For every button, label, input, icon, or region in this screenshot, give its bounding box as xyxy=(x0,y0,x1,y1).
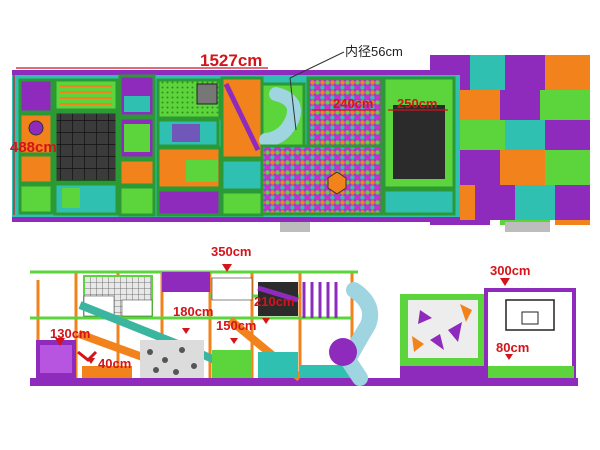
floor-mat-tiles xyxy=(280,55,590,232)
trampoline-net-grid xyxy=(53,110,119,184)
front-ground xyxy=(30,378,578,386)
ball-pit-width-label: 240cm xyxy=(333,96,373,111)
height-80-label: 80cm xyxy=(496,340,529,355)
width-label: 488cm xyxy=(10,139,57,156)
dimension-lines-top xyxy=(13,51,448,215)
front-view: 350cm 300cm 130cm 40cm 180cm 150cm 210cm… xyxy=(30,244,578,386)
length-label: 1527cm xyxy=(200,51,262,70)
height-180-label: 180cm xyxy=(173,304,213,319)
height-130-label: 130cm xyxy=(50,326,90,341)
trampoline xyxy=(391,103,447,181)
ball-pit xyxy=(260,144,384,216)
left-room-purple xyxy=(18,78,54,114)
tube-diameter-label: 内径56cm xyxy=(345,44,403,59)
height-40-label: 40cm xyxy=(98,356,131,371)
top-view: 1527cm 488cm 内径56cm 240cm 250cm xyxy=(10,44,590,232)
height-210-label: 210cm xyxy=(254,294,294,309)
trampoline-width-label: 250cm xyxy=(397,96,437,111)
tube-slide-top xyxy=(259,87,301,147)
height-350-label: 350cm xyxy=(211,244,251,259)
height-150-label: 150cm xyxy=(216,318,256,333)
height-arrows xyxy=(55,264,513,364)
height-300-label: 300cm xyxy=(490,263,530,278)
basketball-backboard xyxy=(505,299,555,331)
